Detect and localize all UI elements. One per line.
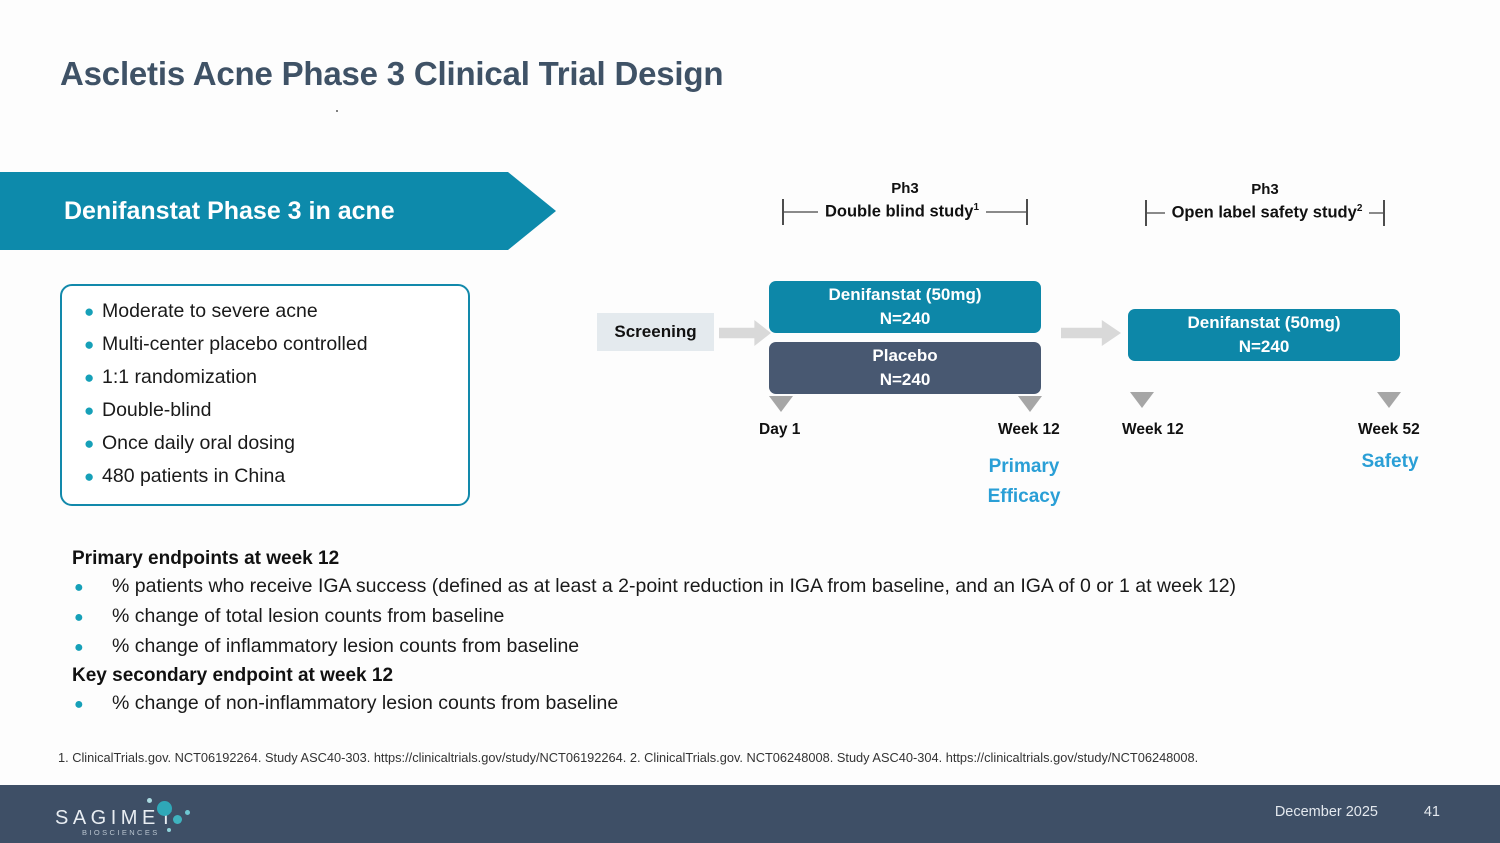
- footer-page-number: 41: [1423, 804, 1440, 820]
- timepoint-marker-icon: [1018, 396, 1042, 412]
- list-item: ● % change of total lesion counts from b…: [72, 605, 1472, 628]
- list-item: ● Multi-center placebo controlled: [80, 333, 450, 366]
- timepoint-label-week52: Week 52: [1358, 421, 1420, 438]
- list-item: ● Once daily oral dosing: [80, 432, 450, 465]
- list-item-label: Moderate to severe acne: [102, 300, 318, 322]
- title-dot-artifact: [336, 110, 338, 112]
- list-item: ● Moderate to severe acne: [80, 300, 450, 333]
- primary-efficacy-line-2: Efficacy: [987, 486, 1061, 508]
- list-item: ● % patients who receive IGA success (de…: [72, 575, 1472, 598]
- phase-footnote-ref: 1: [973, 202, 980, 214]
- arm-name: Denifanstat (50mg): [828, 284, 982, 304]
- bracket-left-icon: [782, 199, 818, 225]
- bracket-right-icon: [986, 199, 1028, 225]
- trial-flow-diagram: Ph3 Double blind study1 Ph3: [597, 180, 1420, 513]
- flow-arrow-1-icon: [719, 320, 771, 346]
- timepoint-note-primary-efficacy: Primary Efficacy: [960, 452, 1088, 513]
- phase-footnote-ref: 2: [1356, 203, 1363, 215]
- arm-n: N=240: [879, 309, 931, 328]
- phase-label-text: Open label safety study: [1171, 203, 1357, 222]
- timepoint-label-week12-primary: Week 12: [998, 421, 1060, 438]
- list-item-label: % patients who receive IGA success (defi…: [112, 575, 1237, 597]
- phase-header-double-blind: Ph3 Double blind study1: [765, 180, 1045, 225]
- footer-bar: SAGIMET BIOSCIENCES December 2025 41: [0, 785, 1500, 843]
- sagimet-logo: SAGIMET BIOSCIENCES: [55, 797, 205, 837]
- list-item: ● % change of non-inflammatory lesion co…: [72, 692, 1472, 715]
- phase-label: Double blind study1: [818, 202, 986, 222]
- timepoint-label-week12-open: Week 12: [1122, 421, 1184, 438]
- list-item-label: 480 patients in China: [102, 465, 286, 487]
- bullet-icon: ●: [84, 368, 95, 387]
- primary-endpoints-heading: Primary endpoints at week 12: [72, 548, 340, 569]
- arm-name: Denifanstat (50mg): [1187, 312, 1341, 332]
- arm-n: N=240: [879, 370, 931, 389]
- bullet-icon: ●: [84, 467, 95, 486]
- bullet-icon: ●: [74, 609, 84, 626]
- list-item-label: 1:1 randomization: [102, 366, 258, 388]
- bullet-icon: ●: [84, 434, 95, 453]
- arm-box-denifanstat-2: Denifanstat (50mg) N=240: [1128, 309, 1400, 361]
- trial-design-card: ● Moderate to severe acne ● Multi-center…: [60, 284, 470, 506]
- logo-tagline: BIOSCIENCES: [82, 828, 160, 837]
- secondary-endpoint-heading: Key secondary endpoint at week 12: [72, 665, 394, 686]
- footer-date: December 2025: [1274, 804, 1378, 820]
- list-item-label: Once daily oral dosing: [102, 432, 295, 454]
- timepoint-label-day1: Day 1: [759, 421, 801, 438]
- list-item-label: Double-blind: [102, 399, 212, 421]
- arm-name: Placebo: [872, 345, 938, 365]
- flow-arrow-2-icon: [1061, 320, 1121, 346]
- phase-kicker: Ph3: [1251, 181, 1279, 198]
- arm-box-placebo: Placebo N=240: [769, 342, 1041, 394]
- logo-dots-icon: [145, 795, 205, 832]
- bracket-left-icon: [1145, 200, 1165, 226]
- phase-header-open-label: Ph3 Open label safety study2: [1120, 181, 1410, 226]
- list-item: ● 480 patients in China: [80, 465, 450, 498]
- footnote: 1. ClinicalTrials.gov. NCT06192264. Stud…: [58, 750, 1199, 765]
- phase-label-text: Double blind study: [824, 202, 974, 221]
- section-banner: Denifanstat Phase 3 in acne: [0, 172, 556, 250]
- timepoint-note-safety: Safety: [1361, 451, 1419, 472]
- phase-kicker: Ph3: [891, 180, 919, 197]
- list-item-label: % change of total lesion counts from bas…: [112, 605, 505, 627]
- list-item: ● 1:1 randomization: [80, 366, 450, 399]
- arm-n: N=240: [1238, 337, 1290, 356]
- list-item-label: % change of inflammatory lesion counts f…: [112, 635, 580, 657]
- bullet-icon: ●: [84, 401, 95, 420]
- list-item-label: % change of non-inflammatory lesion coun…: [112, 692, 619, 714]
- arm-box-denifanstat-1: Denifanstat (50mg) N=240: [769, 281, 1041, 333]
- endpoints-section: Primary endpoints at week 12 ● % patient…: [72, 546, 1472, 722]
- timepoint-marker-icon: [1377, 392, 1401, 408]
- list-item-label: Multi-center placebo controlled: [102, 333, 368, 355]
- bullet-icon: ●: [74, 696, 84, 713]
- list-item: ● % change of inflammatory lesion counts…: [72, 635, 1472, 658]
- logo-wordmark: SAGIMET: [55, 807, 177, 829]
- primary-efficacy-line-1: Primary: [988, 456, 1060, 477]
- section-banner-label: Denifanstat Phase 3 in acne: [64, 196, 395, 225]
- screening-box: Screening: [597, 313, 714, 351]
- bullet-icon: ●: [84, 302, 95, 321]
- bullet-icon: ●: [74, 579, 84, 596]
- timepoint-marker-icon: [769, 396, 793, 412]
- bracket-right-icon: [1369, 200, 1385, 226]
- bullet-icon: ●: [84, 335, 95, 354]
- timepoint-marker-icon: [1130, 392, 1154, 408]
- page-title: Ascletis Acne Phase 3 Clinical Trial Des…: [60, 55, 724, 92]
- list-item: ● Double-blind: [80, 399, 450, 432]
- phase-label: Open label safety study2: [1165, 203, 1370, 223]
- bullet-icon: ●: [74, 639, 84, 656]
